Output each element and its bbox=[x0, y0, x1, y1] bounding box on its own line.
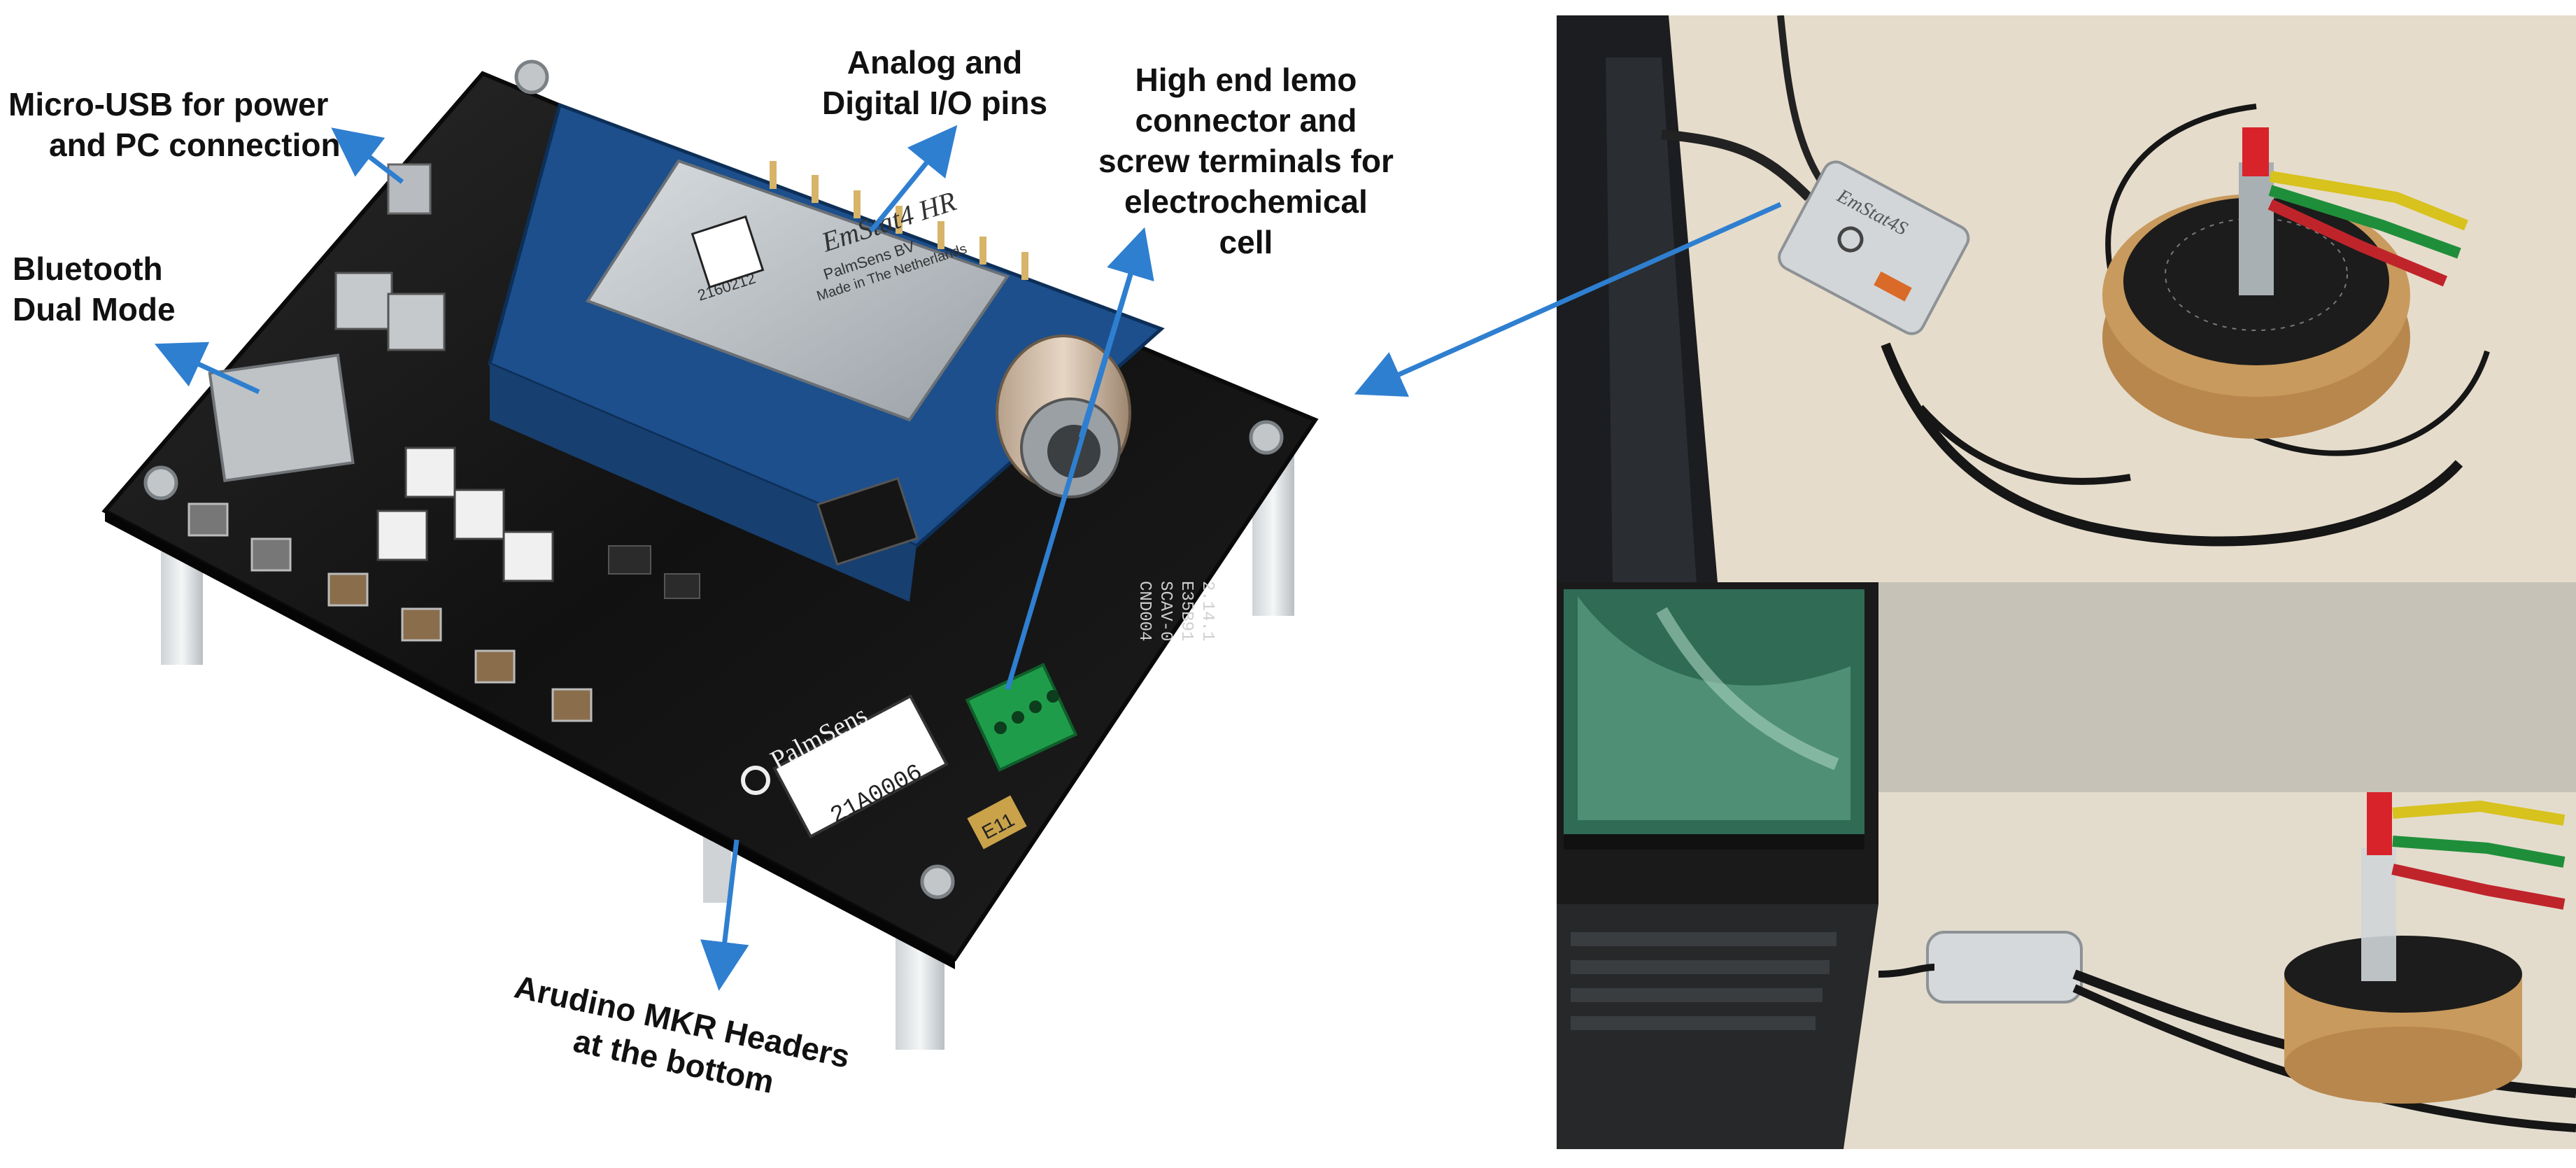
silk-code-2: SCAV-0 bbox=[1156, 581, 1175, 641]
label-lemo-line-1: High end lemo bbox=[1135, 62, 1357, 98]
silk-code-3: E35B91 bbox=[1177, 581, 1196, 641]
label-lemo-connector: High end lemo connector and screw termin… bbox=[1098, 59, 1394, 262]
laptop-screen bbox=[1557, 582, 1878, 904]
electrochemical-cell bbox=[2102, 127, 2468, 439]
label-micro-usb-line-1: Micro-USB for power bbox=[8, 86, 329, 122]
emstat4s-device: EmStat4S bbox=[1778, 160, 1970, 335]
label-lemo-line-4: electrochemical bbox=[1124, 183, 1368, 220]
label-lemo-line-3: screw terminals for bbox=[1098, 143, 1394, 179]
label-io-pins: Analog and Digital I/O pins bbox=[822, 42, 1047, 123]
label-micro-usb-line-2: and PC connection bbox=[49, 127, 341, 163]
electrochemical-cell-side bbox=[2284, 792, 2566, 1104]
label-micro-usb: Micro-USB for power and PC connection bbox=[8, 84, 341, 165]
silk-code-1: CND004 bbox=[1135, 581, 1154, 641]
photo-top: EmStat4S bbox=[1557, 15, 2576, 582]
photo-bottom bbox=[1557, 582, 2576, 1149]
label-bluetooth-line-1: Bluetooth bbox=[13, 251, 163, 287]
label-io-pins-line-2: Digital I/O pins bbox=[822, 85, 1048, 121]
label-lemo-line-5: cell bbox=[1219, 224, 1273, 260]
label-lemo-line-2: connector and bbox=[1135, 102, 1357, 139]
label-bluetooth-line-2: Dual Mode bbox=[13, 291, 176, 328]
label-io-pins-line-1: Analog and bbox=[847, 44, 1023, 80]
label-bluetooth: Bluetooth Dual Mode bbox=[13, 248, 176, 330]
silk-code-4: 2.14.1 bbox=[1198, 581, 1217, 641]
emstat4s-device-side bbox=[1926, 931, 2083, 1004]
emstat-module: EmStat4 HR PalmSens BV Made in The Nethe… bbox=[488, 102, 1165, 602]
